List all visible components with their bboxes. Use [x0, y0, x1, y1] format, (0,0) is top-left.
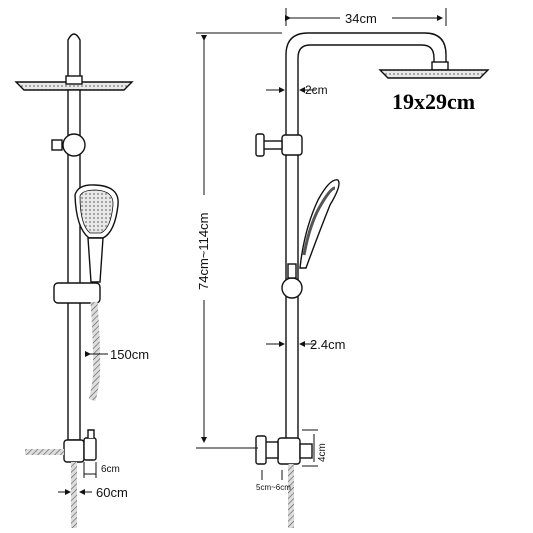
hand-shower-side: [299, 179, 340, 269]
label-hose-length: 150cm: [110, 347, 149, 362]
label-width: 34cm: [345, 11, 377, 26]
slider-knob: [281, 277, 303, 299]
dim-rail: 2.4cm: [266, 337, 345, 352]
rain-head-front: [14, 81, 134, 91]
diverter-side: [281, 134, 303, 156]
dim-mount-spacing: 5cm~6cm: [256, 470, 291, 492]
lower-mixer: [277, 437, 301, 465]
diverter-knob: [62, 133, 86, 157]
dim-hose: 150cm: [85, 347, 149, 362]
mixer-joint: [63, 439, 85, 463]
front-view: [14, 33, 134, 528]
label-rail-diameter: 2.4cm: [310, 337, 345, 352]
dim-outlet-height: 4cm: [302, 429, 328, 467]
label-inlet-hose: 60cm: [96, 485, 128, 500]
dim-width: 34cm: [285, 8, 447, 26]
dim-inlet-width: 6cm: [83, 462, 120, 478]
dim-inlet-hose: 60cm: [58, 485, 128, 500]
rain-head-side: [378, 69, 490, 79]
side-view: [255, 32, 490, 528]
dim-pipe: 2cm: [266, 83, 328, 97]
gooseneck-arm: [285, 32, 447, 440]
label-head-size: 19x29cm: [392, 89, 475, 114]
label-mount-spacing: 5cm~6cm: [256, 483, 291, 492]
label-inlet-width: 6cm: [101, 464, 120, 475]
slider-holder: [53, 282, 101, 304]
label-outlet-height: 4cm: [317, 443, 328, 462]
label-height-range: 74cm~114cm: [196, 213, 211, 290]
head-connector: [65, 75, 83, 85]
shower-hose: [88, 301, 101, 402]
rail-top-cap: [67, 33, 81, 80]
hand-shower-handle: [87, 237, 104, 283]
dim-height: 74cm~114cm: [196, 32, 282, 449]
label-pipe-diameter: 2cm: [305, 83, 328, 97]
